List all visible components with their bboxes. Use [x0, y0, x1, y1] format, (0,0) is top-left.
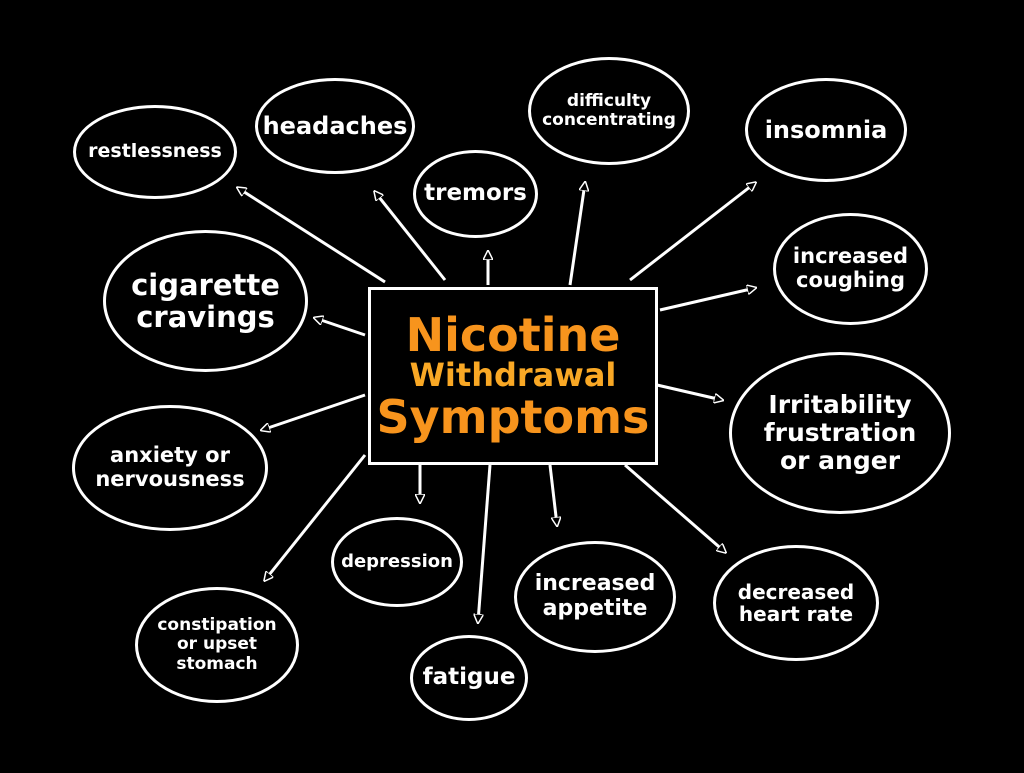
node-label: fatigue — [422, 664, 516, 691]
arrow-appetite — [548, 464, 557, 525]
title-line-1: Nicotine — [405, 308, 621, 363]
arrow-anxiety — [262, 393, 366, 430]
node-increased-appetite: increased appetite — [514, 541, 676, 653]
arrow-fatigue — [478, 464, 492, 622]
arrow-cravings — [315, 318, 366, 337]
node-headaches: headaches — [255, 78, 415, 174]
node-anxiety: anxiety or nervousness — [72, 405, 268, 531]
node-label: difficulty concentrating — [542, 90, 676, 130]
arrow-heart-rate — [624, 463, 725, 552]
node-depression: depression — [331, 517, 463, 607]
node-fatigue: fatigue — [410, 635, 528, 721]
node-label: cigarette cravings — [131, 267, 280, 334]
arrow-insomnia — [629, 183, 755, 282]
central-topic-box: Nicotine Withdrawal Symptoms — [368, 287, 658, 465]
title-line-3: Symptoms — [376, 389, 650, 444]
arrow-headaches — [375, 192, 447, 281]
node-label: insomnia — [764, 115, 888, 144]
node-constipation: constipation or upset stomach — [135, 587, 299, 703]
arrow-constipation — [265, 454, 367, 580]
node-increased-coughing: increased coughing — [773, 213, 928, 325]
node-label: tremors — [424, 180, 527, 207]
node-label: Irritability frustration or anger — [763, 390, 917, 475]
node-tremors: tremors — [413, 150, 538, 238]
node-label: depression — [341, 550, 453, 572]
node-label: restlessness — [88, 140, 222, 163]
node-cigarette-cravings: cigarette cravings — [103, 230, 308, 372]
arrow-coughing — [659, 288, 755, 312]
node-label: increased coughing — [792, 244, 909, 292]
node-label: anxiety or nervousness — [95, 443, 245, 491]
node-label: increased appetite — [534, 571, 656, 621]
arrow-difficulty — [568, 183, 585, 286]
arrow-irritability — [656, 383, 722, 400]
node-restlessness: restlessness — [73, 105, 237, 199]
node-label: decreased heart rate — [737, 579, 855, 626]
node-decreased-heart-rate: decreased heart rate — [713, 545, 879, 661]
node-irritability: Irritability frustration or anger — [729, 352, 951, 514]
node-label: headaches — [262, 111, 408, 140]
node-insomnia: insomnia — [745, 78, 907, 182]
node-difficulty-concentrating: difficulty concentrating — [528, 57, 690, 165]
node-label: constipation or upset stomach — [157, 615, 277, 674]
arrow-restlessness — [238, 188, 386, 284]
title-line-2: Withdrawal — [409, 356, 617, 395]
